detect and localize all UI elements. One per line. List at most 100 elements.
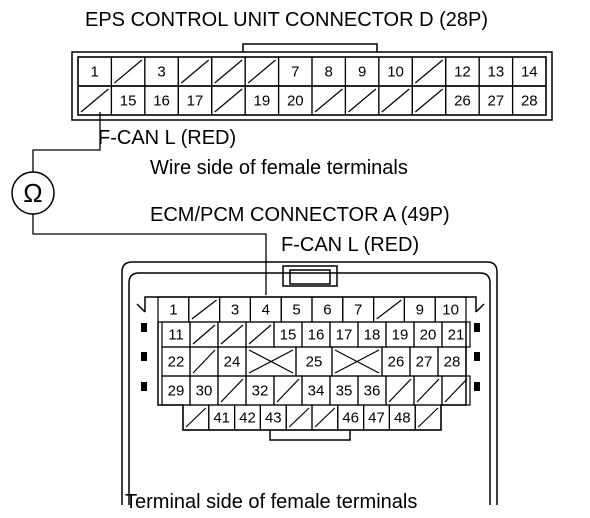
svg-text:15: 15: [120, 93, 137, 110]
svg-text:4: 4: [262, 302, 270, 319]
terminal-blank: [413, 375, 443, 406]
terminal-26: 26: [381, 346, 411, 377]
terminal-16: 16: [301, 321, 331, 348]
svg-text:1: 1: [169, 302, 177, 319]
ecm-connector-title: ECM/PCM CONNECTOR A (49P): [150, 204, 450, 226]
terminal-blank: [188, 296, 221, 323]
svg-text:47: 47: [368, 410, 385, 427]
svg-text:19: 19: [392, 327, 409, 344]
terminal-9: 9: [344, 56, 380, 87]
svg-text:6: 6: [323, 302, 331, 319]
svg-text:26: 26: [388, 354, 405, 371]
svg-text:36: 36: [364, 383, 381, 400]
svg-text:14: 14: [521, 64, 538, 81]
terminal-3: 3: [144, 56, 179, 87]
ecm-probe-label: F-CAN L (RED): [281, 234, 419, 256]
svg-text:48: 48: [394, 410, 411, 427]
terminal-blank: [344, 85, 380, 116]
terminal-19: 19: [244, 85, 280, 116]
svg-text:7: 7: [291, 64, 299, 81]
svg-text:27: 27: [416, 354, 433, 371]
terminal-28: 28: [437, 346, 467, 377]
terminal-blank-wide: [245, 346, 297, 377]
svg-text:28: 28: [521, 93, 538, 110]
housing-latch-marks: [141, 323, 480, 391]
svg-text:5: 5: [292, 302, 300, 319]
terminal-blank: [182, 404, 210, 431]
terminal-blank: [414, 404, 442, 431]
terminal-blank: [385, 375, 415, 406]
terminal-25: 25: [295, 346, 333, 377]
svg-text:10: 10: [387, 64, 404, 81]
terminal-12: 12: [445, 56, 480, 87]
terminal-blank: [189, 321, 219, 348]
terminal-blank: [378, 85, 413, 116]
svg-text:3: 3: [231, 302, 239, 319]
terminal-blank: [77, 85, 113, 116]
terminal-blank: [285, 404, 313, 431]
terminal-10: 10: [434, 296, 467, 323]
svg-text:7: 7: [354, 302, 362, 319]
svg-text:13: 13: [488, 64, 505, 81]
terminal-36: 36: [357, 375, 387, 406]
terminal-1: 1: [77, 56, 113, 87]
terminal-27: 27: [409, 346, 439, 377]
svg-text:30: 30: [196, 383, 213, 400]
svg-text:11: 11: [168, 327, 184, 344]
terminal-1: 1: [157, 296, 190, 323]
svg-text:16: 16: [153, 93, 170, 110]
terminal-34: 34: [301, 375, 331, 406]
terminal-26: 26: [445, 85, 480, 116]
svg-text:28: 28: [444, 354, 461, 371]
svg-text:8: 8: [325, 64, 333, 81]
terminal-10: 10: [378, 56, 413, 87]
svg-text:42: 42: [239, 410, 256, 427]
svg-text:19: 19: [254, 93, 271, 110]
svg-text:27: 27: [488, 93, 505, 110]
terminal-46: 46: [337, 404, 365, 431]
terminal-blank-wide: [331, 346, 383, 377]
eps-probe-label: F-CAN L (RED): [98, 127, 236, 149]
terminal-blank: [411, 56, 447, 87]
terminal-blank: [373, 296, 406, 323]
terminal-blank: [189, 346, 219, 377]
terminal-blank: [217, 375, 247, 406]
svg-text:20: 20: [287, 93, 304, 110]
svg-text:32: 32: [252, 383, 269, 400]
svg-text:25: 25: [306, 354, 323, 371]
terminal-4: 4: [249, 296, 282, 323]
svg-text:18: 18: [364, 327, 381, 344]
terminal-19: 19: [385, 321, 415, 348]
terminal-30: 30: [189, 375, 219, 406]
terminal-42: 42: [234, 404, 262, 431]
svg-text:41: 41: [213, 410, 230, 427]
terminal-7: 7: [277, 56, 313, 87]
svg-text:43: 43: [265, 410, 282, 427]
ohm-icon: Ω: [23, 178, 42, 208]
terminal-6: 6: [311, 296, 344, 323]
svg-text:1: 1: [91, 64, 99, 81]
terminal-blank: [217, 321, 247, 348]
ecm-view-caption: Terminal side of female terminals: [125, 491, 417, 513]
terminal-blank: [411, 85, 447, 116]
terminal-35: 35: [329, 375, 359, 406]
terminal-41: 41: [208, 404, 236, 431]
terminal-blank: [311, 85, 347, 116]
svg-text:46: 46: [342, 410, 359, 427]
terminal-47: 47: [363, 404, 391, 431]
terminal-15: 15: [110, 85, 146, 116]
terminal-blank: [211, 56, 246, 87]
terminal-blank: [441, 375, 471, 406]
svg-text:16: 16: [308, 327, 325, 344]
terminal-blank: [211, 85, 246, 116]
svg-text:10: 10: [442, 302, 459, 319]
svg-text:34: 34: [308, 383, 325, 400]
terminal-29: 29: [161, 375, 191, 406]
terminal-blank: [245, 321, 275, 348]
ohmmeter: Ω: [11, 171, 55, 215]
terminal-18: 18: [357, 321, 387, 348]
terminal-20: 20: [277, 85, 313, 116]
terminal-blank: [244, 56, 280, 87]
